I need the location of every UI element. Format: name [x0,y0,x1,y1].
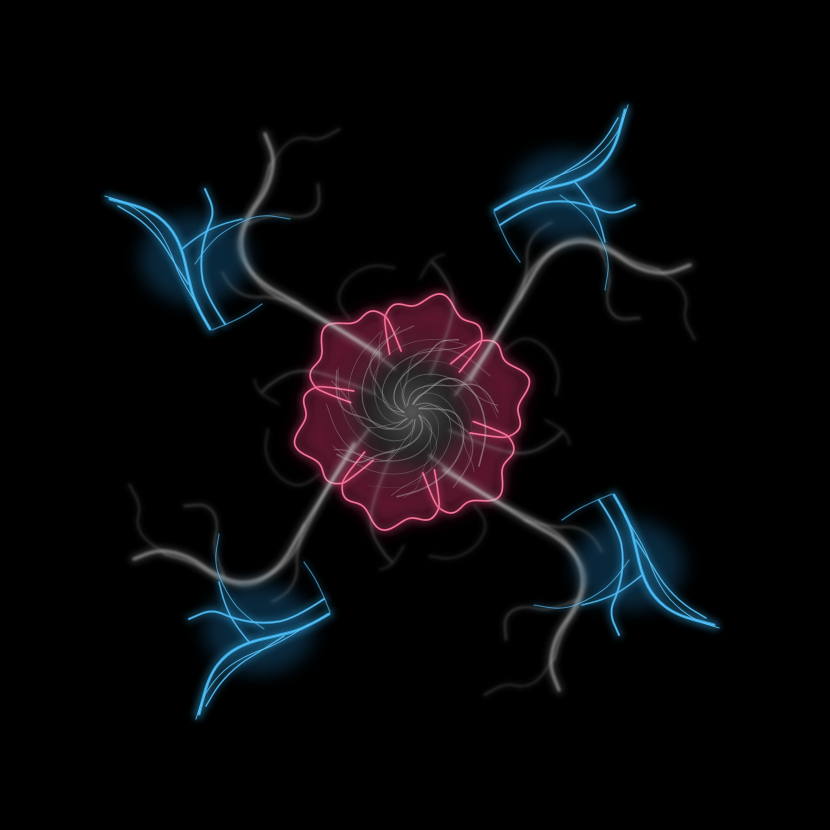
blue-wisp-1-5 [533,559,630,609]
smoke-wisp-2-6 [265,428,320,486]
blue-wisp-highlight-0-6 [493,211,521,263]
blue-wisp-highlight-3-5 [194,215,291,265]
smoke-wisp-1-1 [428,454,587,661]
blue-wisp-highlight-3-6 [211,303,263,331]
smoke-wisp-1-4 [483,659,553,696]
core-strand-17 [401,373,499,407]
smoke-wisp-3-7 [419,253,446,280]
blue-wisp-highlight-3-3 [181,218,243,250]
blue-wisp-0-3 [574,181,606,243]
core-strand-19 [412,377,487,467]
core-strand-20 [413,382,473,484]
blue-wisp-3-6 [211,303,263,331]
core-strand-7 [335,369,414,430]
blue-wisp-highlight-3-1 [200,188,226,325]
core-strand-1 [332,415,438,475]
blue-wisp-0-6 [493,211,521,263]
blue-tuft-glow-3 [140,214,250,304]
blue-tuft-3 [102,185,293,335]
center-rosette [292,291,532,533]
core-strand-18 [406,383,499,413]
smoke-wisp-3-1 [237,163,396,370]
blue-wisp-1-6 [561,493,613,521]
petal-highlight-1 [450,340,530,438]
blue-wisp-1-3 [581,574,643,606]
petal-highlight-0 [384,293,483,373]
blue-wisp-highlight-0-1 [499,200,636,226]
blue-wisp-highlight-1-5 [533,559,630,609]
blue-wisp-highlight-1-3 [581,574,643,606]
smoke-wisp-2-4 [128,483,165,553]
smoke-wisp-1-5 [448,429,563,454]
core-strand-8 [348,331,408,429]
blue-wisp-0-4 [514,104,629,201]
blue-wisp-2-5 [215,533,265,630]
blue-wisp-highlight-0-5 [559,194,609,291]
blue-wisp-3-5 [194,215,291,265]
blue-wisp-3-3 [181,218,243,250]
blue-tuft-1 [531,489,722,639]
blue-wisp-highlight-2-4 [195,623,310,720]
core-strand-3 [336,414,424,464]
smoke-wisp-2-5 [370,448,395,563]
blue-wisp-highlight-1-4 [623,514,720,629]
arm-3 [102,127,447,396]
arm-1 [377,428,722,697]
blue-tuft-2 [185,531,335,722]
core-strand-16 [400,360,498,419]
smoke-wisp-3-5 [261,370,376,395]
blue-wisp-2-3 [218,581,250,643]
blue-wisp-1-4 [623,514,720,629]
arm-0 [428,102,697,447]
smoke-wisp-0-6 [504,338,559,396]
core-strand-22 [415,402,474,489]
core-strand-21 [412,392,475,472]
core-strand-14 [393,339,460,414]
blue-wisp-highlight-2-6 [303,561,331,613]
blue-tuft-glow-1 [574,520,684,610]
blue-wisp-2-6 [303,561,331,613]
smoke-wisp-1-6 [428,504,486,559]
smoke-wisp-0-4 [659,271,696,341]
smoke-wisp-0-5 [429,261,454,376]
smoke-wisp-3-4 [271,128,341,165]
petal-highlight-4 [294,386,374,484]
blue-wisp-highlight-0-3 [574,181,606,243]
core-glow [317,317,507,507]
blue-wisp-highlight-2-1 [188,598,325,624]
petal-outlines [292,291,532,533]
blue-wisp-highlight-2-5 [215,533,265,630]
smoke-wisp-3-6 [338,265,396,320]
smoke-wisp-0-1 [454,237,661,396]
arm-2 [127,377,396,722]
blue-wisp-highlight-2-3 [218,581,250,643]
blue-wisp-2-4 [195,623,310,720]
petal-highlight-3 [341,451,440,531]
blue-wisp-highlight-1-1 [598,499,624,636]
blue-wisp-highlight-3-4 [104,195,201,310]
smoke-wisp-0-0 [468,240,692,382]
blue-tuft-0 [489,102,639,293]
blue-wisp-3-4 [104,195,201,310]
smoke-arms [102,102,722,722]
core-strand-24 [391,404,452,496]
smoke-wisp-2-0 [132,442,356,584]
smoke-wisp-2-1 [163,428,370,587]
core-strand-5 [337,366,414,454]
core-strand-12 [372,339,466,412]
blue-wisp-highlight-1-6 [561,493,613,521]
blue-wisp-0-5 [559,194,609,291]
blue-wisp-highlight-0-4 [514,104,629,201]
